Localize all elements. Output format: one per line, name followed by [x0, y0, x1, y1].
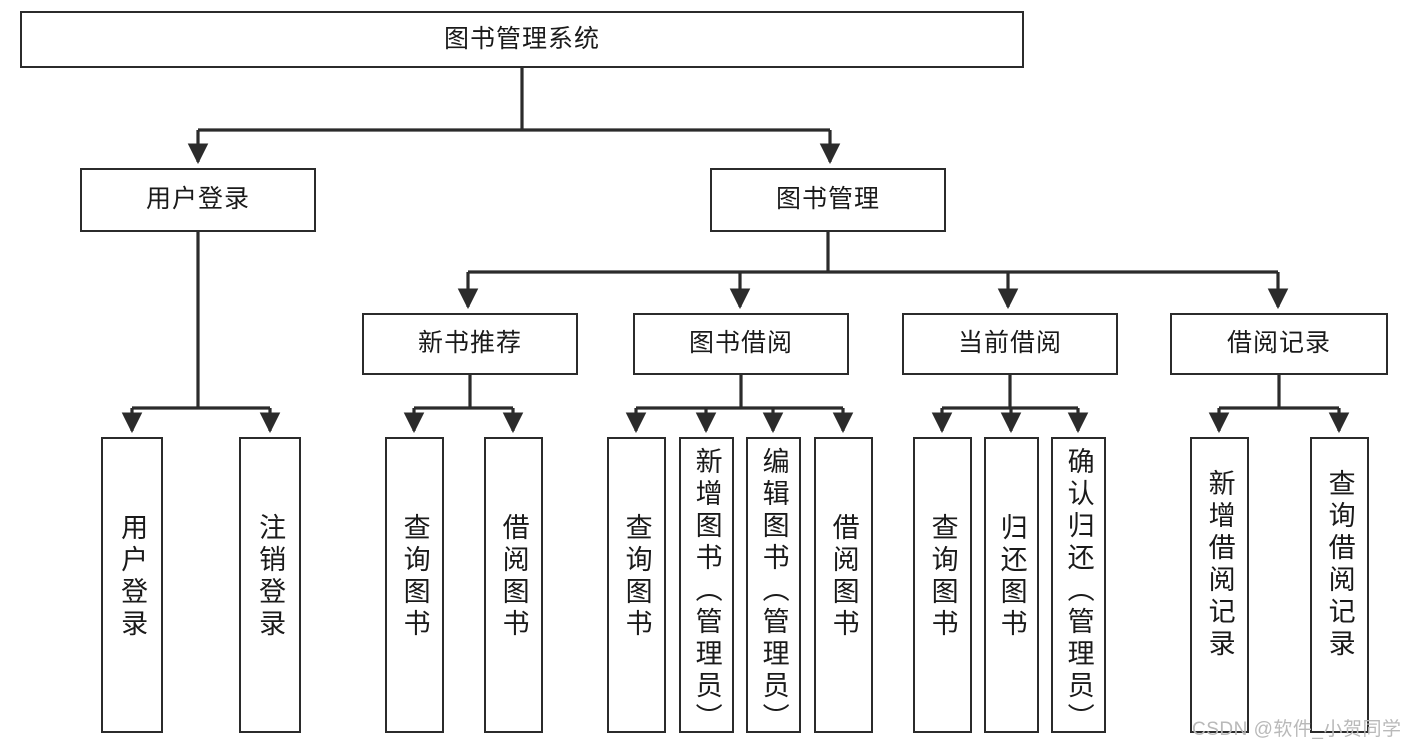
node-root[interactable]: 图书管理系统: [20, 11, 1024, 68]
node-root-label: 图书管理系统: [443, 24, 600, 53]
node-new-book-recommend[interactable]: 新书推荐: [362, 313, 578, 375]
node-current-borrow-label: 当前借阅: [957, 329, 1062, 358]
node-leaf-user-login[interactable]: 用户登录: [101, 437, 163, 733]
node-leaf-query-book-1[interactable]: 查询图书: [385, 437, 444, 733]
node-leaf-user-login-label: 用户登录: [117, 513, 148, 641]
node-leaf-query-borrow-record[interactable]: 查询借阅记录: [1310, 437, 1369, 733]
node-leaf-user-logout-label: 注销登录: [255, 513, 286, 641]
node-borrow-record-label: 借阅记录: [1226, 329, 1331, 358]
node-leaf-add-borrow-record[interactable]: 新增借阅记录: [1190, 437, 1249, 733]
node-book-borrow-label: 图书借阅: [688, 329, 793, 358]
node-leaf-return-book-label: 归还图书: [996, 513, 1027, 641]
node-leaf-borrow-book-2-label: 借阅图书: [828, 513, 859, 641]
node-leaf-add-book-label: 新增图书（管理员）: [691, 447, 722, 735]
node-new-book-recommend-label: 新书推荐: [417, 329, 522, 358]
node-book-manage-label: 图书管理: [775, 185, 880, 214]
node-leaf-add-borrow-record-label: 新增借阅记录: [1204, 469, 1235, 661]
node-leaf-query-borrow-record-label: 查询借阅记录: [1324, 469, 1355, 661]
node-leaf-query-book-3[interactable]: 查询图书: [913, 437, 972, 733]
watermark: CSDN @软件_小贺同学: [1192, 719, 1402, 740]
node-leaf-borrow-book-1[interactable]: 借阅图书: [484, 437, 543, 733]
node-leaf-borrow-book-1-label: 借阅图书: [498, 513, 529, 641]
node-book-manage[interactable]: 图书管理: [710, 168, 946, 232]
node-leaf-borrow-book-2[interactable]: 借阅图书: [814, 437, 873, 733]
node-leaf-add-book[interactable]: 新增图书（管理员）: [679, 437, 734, 735]
node-leaf-query-book-2-label: 查询图书: [621, 513, 652, 641]
node-leaf-edit-book-label: 编辑图书（管理员）: [758, 447, 789, 735]
node-leaf-query-book-2[interactable]: 查询图书: [607, 437, 666, 733]
node-user-login[interactable]: 用户登录: [80, 168, 316, 232]
node-leaf-query-book-3-label: 查询图书: [927, 513, 958, 641]
node-user-login-label: 用户登录: [145, 185, 250, 214]
node-leaf-return-book[interactable]: 归还图书: [984, 437, 1039, 733]
node-leaf-edit-book[interactable]: 编辑图书（管理员）: [746, 437, 801, 735]
node-leaf-confirm-return[interactable]: 确认归还（管理员）: [1051, 437, 1106, 735]
node-current-borrow[interactable]: 当前借阅: [902, 313, 1118, 375]
node-borrow-record[interactable]: 借阅记录: [1170, 313, 1388, 375]
node-leaf-query-book-1-label: 查询图书: [399, 513, 430, 641]
node-book-borrow[interactable]: 图书借阅: [633, 313, 849, 375]
node-leaf-confirm-return-label: 确认归还（管理员）: [1063, 447, 1094, 735]
node-leaf-user-logout[interactable]: 注销登录: [239, 437, 301, 733]
